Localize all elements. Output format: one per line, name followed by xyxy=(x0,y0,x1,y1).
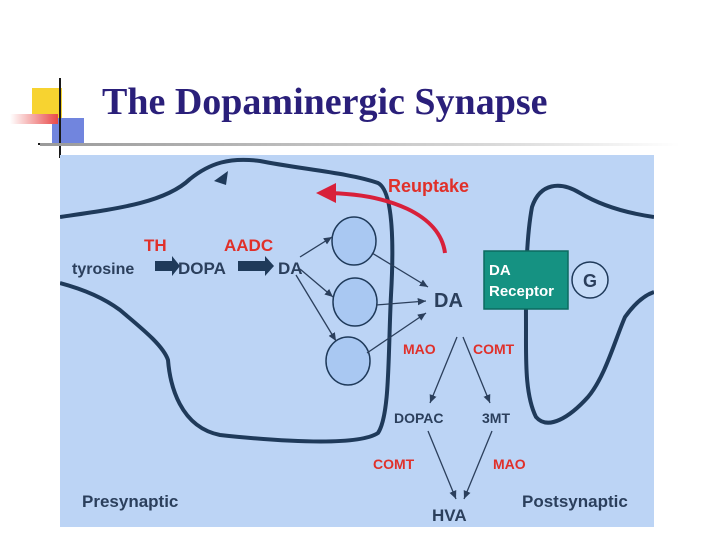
da-to-vesicle-arrow xyxy=(299,268,334,298)
synapse-diagram-svg: Reuptake TH AADC tyrosine DOPA DA DA DA … xyxy=(60,155,654,527)
metabolism-arrow xyxy=(463,430,493,500)
da-to-vesicle-arrow xyxy=(295,274,337,342)
logo-vertical-line xyxy=(59,78,61,158)
metabolism-arrow xyxy=(462,336,491,404)
three-mt-label: 3MT xyxy=(482,410,510,426)
enzyme-th-label: TH xyxy=(144,236,167,255)
reuptake-label: Reuptake xyxy=(388,176,469,196)
title-divider xyxy=(40,143,680,146)
vesicle xyxy=(331,216,377,266)
synthesis-arrow-1 xyxy=(155,256,180,276)
tyrosine-label: tyrosine xyxy=(72,261,134,278)
da-receptor-box xyxy=(483,250,569,310)
presynaptic-membrane xyxy=(60,157,395,444)
vesicle xyxy=(332,277,378,327)
logo-yellow-square xyxy=(32,88,62,118)
synapse-diagram: Reuptake TH AADC tyrosine DOPA DA DA DA … xyxy=(60,155,654,527)
vesicle xyxy=(325,336,371,386)
metabolism-arrow xyxy=(427,430,457,500)
g-protein xyxy=(571,261,609,299)
presynaptic-label: Presynaptic xyxy=(82,492,178,511)
hva-label: HVA xyxy=(432,506,467,525)
release-arrow xyxy=(375,298,427,306)
reuptake-arrow xyxy=(316,183,447,254)
page-title: The Dopaminergic Synapse xyxy=(102,81,548,123)
release-arrow xyxy=(366,312,427,354)
da-presynaptic-label: DA xyxy=(278,259,303,278)
membrane-arrowhead xyxy=(214,171,228,185)
mao-top-label: MAO xyxy=(403,341,436,357)
postsynaptic-label: Postsynaptic xyxy=(522,492,628,511)
mao-bottom-label: MAO xyxy=(493,456,526,472)
enzyme-aadc-label: AADC xyxy=(224,236,273,255)
receptor-label-line2: Receptor xyxy=(489,283,554,300)
da-to-vesicle-arrow xyxy=(299,236,333,258)
cleft-da-label: DA xyxy=(434,290,463,312)
logo-red-bar xyxy=(10,114,58,124)
postsynaptic-membrane xyxy=(523,183,654,425)
comt-top-label: COMT xyxy=(473,341,515,357)
slide-logo xyxy=(0,0,100,170)
g-protein-label: G xyxy=(583,271,597,291)
dopa-label: DOPA xyxy=(178,259,226,278)
dopac-label: DOPAC xyxy=(394,410,444,426)
comt-bottom-label: COMT xyxy=(373,456,415,472)
receptor-label-line1: DA xyxy=(489,262,511,279)
release-arrow xyxy=(371,252,429,288)
metabolism-arrow xyxy=(429,336,458,404)
synthesis-arrow-2 xyxy=(238,256,274,276)
